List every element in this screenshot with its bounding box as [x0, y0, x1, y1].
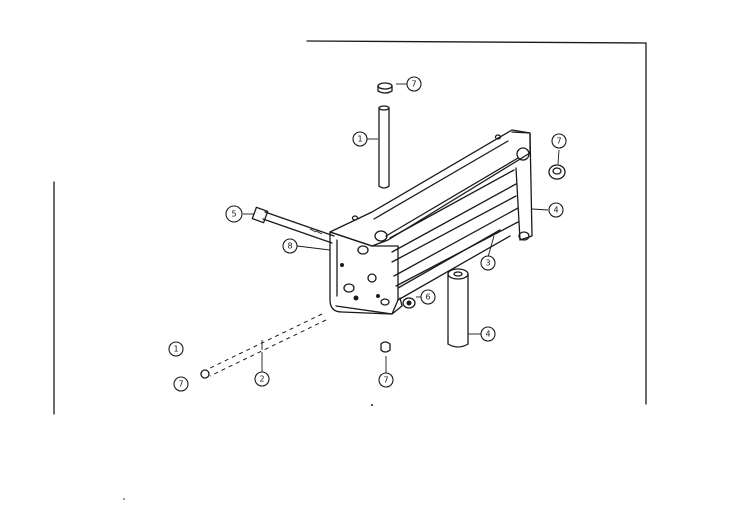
frame-lines	[53, 40, 647, 415]
callout-7-left: 7	[173, 376, 189, 392]
svg-text:5: 5	[231, 210, 236, 219]
callout-2: 2	[254, 371, 270, 387]
svg-text:4: 4	[553, 206, 558, 215]
callout-6: 6	[420, 289, 436, 305]
svg-text:8: 8	[287, 242, 292, 251]
stray-mark	[123, 498, 125, 500]
callout-5: 5	[225, 205, 243, 223]
stray-mark	[371, 404, 373, 406]
leader-lines	[243, 83, 560, 373]
callout-7-bottom: 7	[378, 372, 394, 388]
nut	[402, 297, 416, 309]
svg-text:7: 7	[178, 380, 183, 389]
callout-7-right: 7	[551, 133, 567, 149]
top-cap	[377, 82, 393, 94]
callout-4-right: 4	[548, 202, 564, 218]
callout-7-top: 7	[406, 76, 422, 92]
svg-text:7: 7	[383, 376, 388, 385]
svg-text:7: 7	[411, 80, 416, 89]
svg-text:4: 4	[485, 330, 490, 339]
callout-8: 8	[282, 238, 298, 254]
right-washer	[548, 164, 566, 180]
bracket-assembly	[329, 129, 533, 315]
callout-1-left: 1	[168, 341, 184, 357]
bolt	[251, 206, 335, 244]
bottom-cap	[380, 341, 391, 353]
svg-text:3: 3	[485, 259, 490, 268]
callout-1-vertical-pin: 1	[352, 131, 368, 147]
svg-text:1: 1	[357, 135, 362, 144]
svg-text:2: 2	[259, 375, 264, 384]
svg-text:6: 6	[425, 293, 430, 302]
vertical-pin	[378, 105, 390, 189]
long-pin	[200, 313, 327, 379]
svg-text:1: 1	[173, 345, 178, 354]
sleeve-roller	[447, 268, 469, 348]
svg-text:7: 7	[556, 137, 561, 146]
callout-4-sleeve: 4	[480, 326, 496, 342]
callout-3: 3	[480, 255, 496, 271]
